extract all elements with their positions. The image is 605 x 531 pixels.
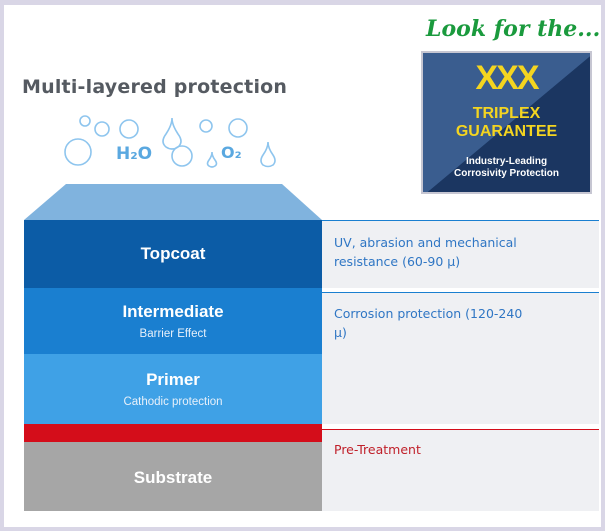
droplet-icon	[206, 151, 218, 168]
bubble-icon	[171, 145, 193, 167]
pretreatment-description: Pre-Treatment	[334, 442, 421, 457]
bubble-icon	[199, 119, 213, 133]
pretreatment-description-box: Pre-Treatment	[322, 430, 599, 511]
layer-intermediate-label: Intermediate	[122, 302, 224, 321]
topcoat-divider	[322, 220, 599, 221]
badge-subtitle: Industry-Leading Corrosivity Protection	[423, 156, 590, 180]
oxygen-label: O₂	[221, 143, 242, 162]
layer-substrate-label: Substrate	[133, 468, 213, 487]
pretreatment-divider	[322, 429, 599, 430]
badge-line-2: GUARANTEE	[455, 123, 558, 140]
badge-line-1: TRIPLEX	[472, 105, 541, 122]
bubble-icon	[119, 119, 139, 139]
intermediate-description: Corrosion protection (120-240 µ)	[334, 306, 523, 340]
triplex-guarantee-badge: XXX TRIPLEX GUARANTEE Industry-Leading C…	[421, 51, 592, 194]
intermediate-description-box: Corrosion protection (120-240 µ)	[322, 293, 599, 424]
layer-substrate: Substrate	[24, 442, 322, 511]
droplet-icon	[162, 117, 182, 150]
water-label: H₂O	[116, 144, 153, 164]
layer-topcoat-label: Topcoat	[140, 244, 206, 263]
badge-line-3: Industry-Leading	[465, 156, 548, 167]
topcoat-description: UV, abrasion and mechanical resistance (…	[334, 235, 517, 269]
xxx-logo: XXX	[475, 59, 539, 97]
layer-pretreatment	[24, 424, 322, 442]
droplet-icon	[260, 141, 276, 168]
badge-background-icon	[423, 53, 590, 192]
bubble-icon	[94, 121, 110, 137]
badge-line-4: Corrosivity Protection	[453, 168, 560, 179]
lookfor-text: Look for the...	[426, 16, 601, 42]
layer-intermediate: Intermediate Barrier Effect	[24, 288, 322, 354]
intermediate-divider	[322, 292, 599, 293]
diagram-title: Multi-layered protection	[22, 76, 288, 98]
bubble-icon	[228, 118, 248, 138]
layer-primer-label: Primer	[146, 370, 200, 389]
bevel-shape	[24, 184, 322, 220]
topcoat-description-box: UV, abrasion and mechanical resistance (…	[322, 221, 599, 288]
bubble-icon	[79, 115, 91, 127]
bubble-icon	[64, 138, 92, 166]
badge-title: TRIPLEX GUARANTEE	[423, 105, 590, 141]
layer-topcoat: Topcoat	[24, 220, 322, 288]
layer-primer: Primer Cathodic protection	[24, 354, 322, 424]
layer-intermediate-sublabel: Barrier Effect	[139, 328, 207, 340]
layer-primer-sublabel: Cathodic protection	[123, 396, 223, 408]
